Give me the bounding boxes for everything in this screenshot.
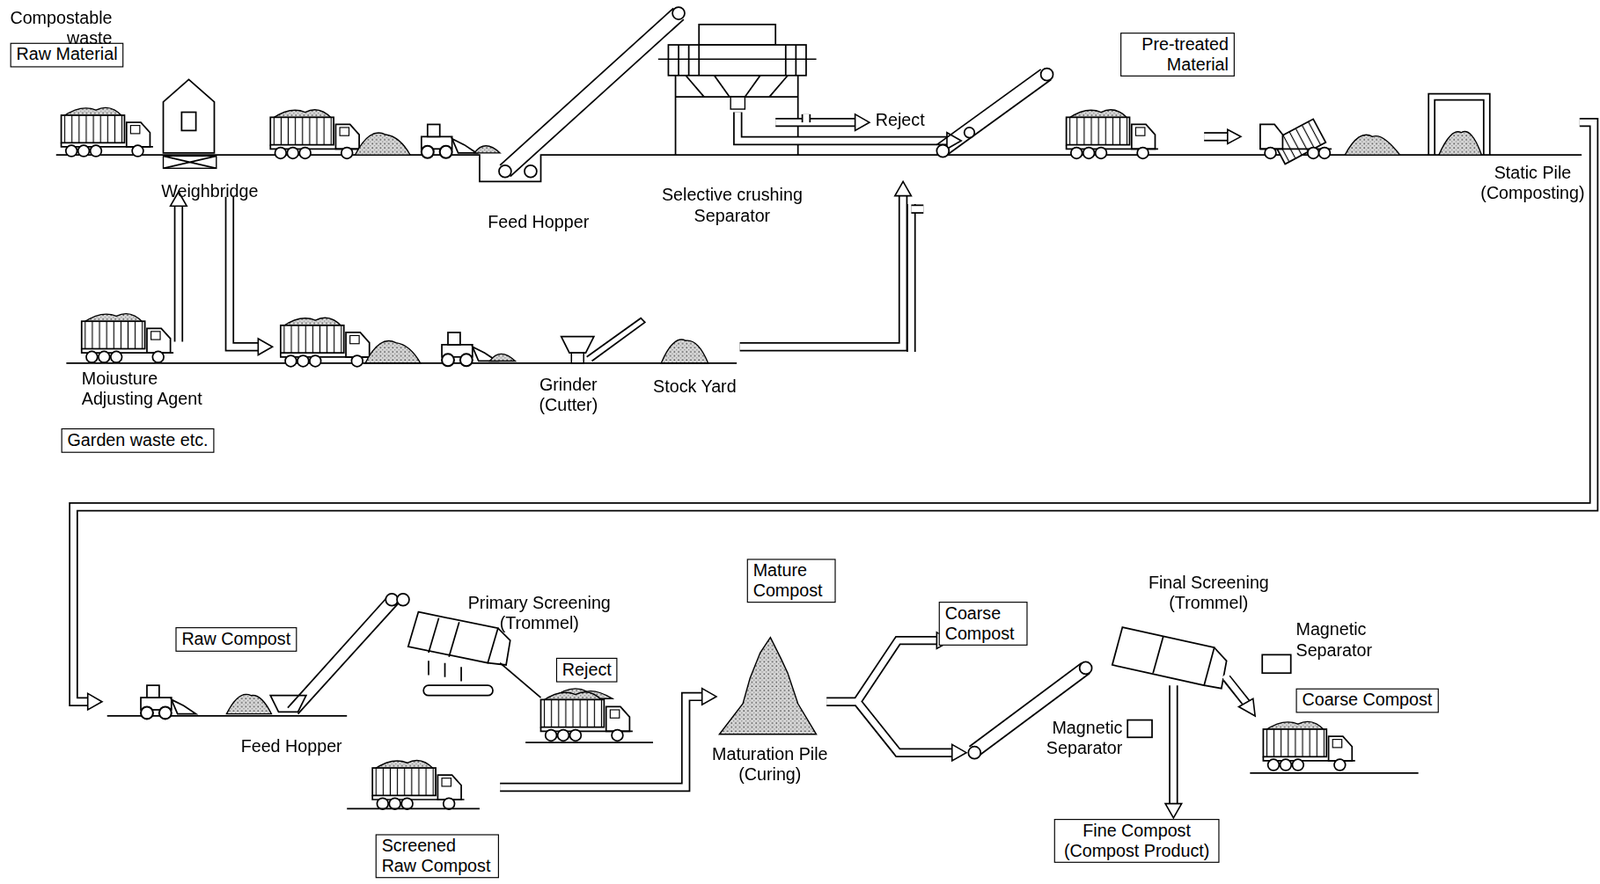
source-label: Moiusture Adjusting Agent bbox=[81, 369, 215, 410]
process-label: Final Screening (Trommel) bbox=[1144, 573, 1273, 614]
area-label: Stock Yard bbox=[653, 377, 737, 398]
source-label: Compostable waste bbox=[7, 7, 112, 48]
fine-compost-box: Fine Compost (Compost Product) bbox=[1054, 819, 1220, 864]
equipment-label: Magnetic Separator bbox=[1295, 620, 1378, 661]
screened-compost-box: Screened Raw Compost bbox=[375, 834, 500, 879]
garden-waste-box: Garden waste etc. bbox=[61, 428, 215, 453]
pretreated-box: Pre-treated Material bbox=[1120, 32, 1235, 77]
coarse-compost-box: Coarse Compost bbox=[939, 601, 1028, 646]
box-text: Fine Compost (Compost Product) bbox=[1060, 821, 1214, 861]
equipment-label: Feed Hopper bbox=[487, 212, 589, 233]
box-text: Screened Raw Compost bbox=[381, 836, 493, 877]
box-text: Coarse Compost bbox=[945, 603, 1022, 644]
box-text: Pre-treated Material bbox=[1126, 34, 1229, 74]
equipment-label: Magnetic Separator bbox=[1041, 718, 1123, 758]
process-label: Maturation Pile (Curing) bbox=[705, 744, 834, 785]
box-text: Reject bbox=[562, 660, 612, 681]
process-label: Static Pile (Composting) bbox=[1467, 163, 1598, 204]
process-label: Primary Screening (Trommel) bbox=[465, 594, 614, 634]
reject-box: Reject bbox=[556, 658, 618, 683]
equipment-label: Grinder (Cutter) bbox=[532, 375, 604, 416]
box-text: Mature Compost bbox=[753, 561, 830, 602]
raw-compost-box: Raw Compost bbox=[175, 627, 297, 652]
equipment-label: Selective crushing Separator bbox=[658, 185, 807, 226]
box-text: Raw Compost bbox=[181, 629, 291, 650]
station-label: Weighbridge bbox=[161, 181, 258, 202]
mature-compost-box: Mature Compost bbox=[747, 558, 837, 603]
reject-label: Reject bbox=[875, 110, 925, 131]
box-text: Raw Material bbox=[16, 44, 118, 66]
coarse-compost-box: Coarse Compost bbox=[1295, 689, 1439, 713]
box-text: Coarse Compost bbox=[1301, 690, 1432, 712]
equipment-label: Feed Hopper bbox=[241, 736, 343, 757]
box-text: Garden waste etc. bbox=[67, 430, 209, 451]
